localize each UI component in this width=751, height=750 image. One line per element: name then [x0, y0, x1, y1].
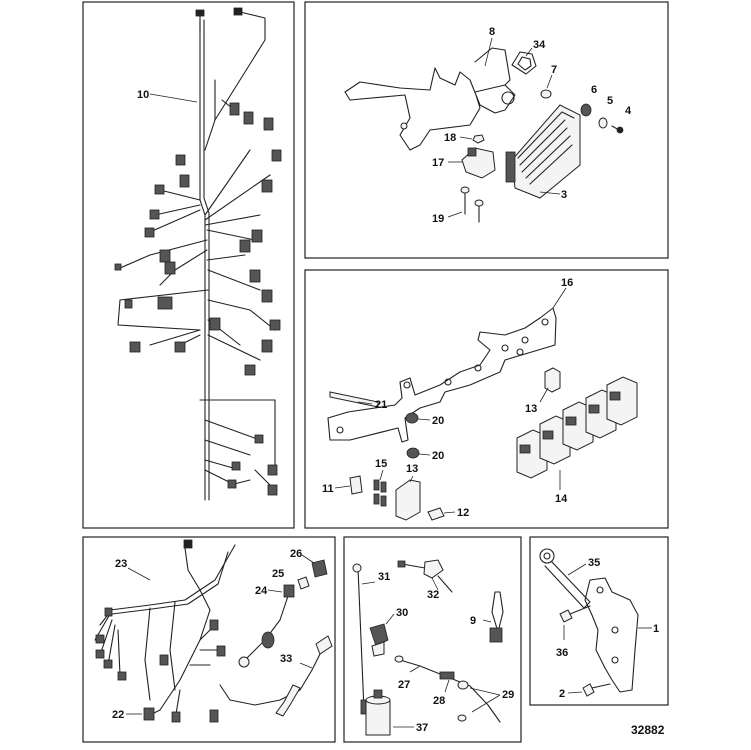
relay-mounting-plate-16	[327, 307, 557, 443]
callout-15: 15	[375, 458, 387, 470]
callout-3: 3	[561, 189, 567, 201]
fuses-15	[373, 479, 387, 507]
relay-base-17	[461, 147, 496, 179]
fuse-holder-11	[349, 475, 363, 495]
callout-26: 26	[290, 548, 302, 560]
callout-20a: 20	[432, 415, 444, 427]
callout-33: 33	[280, 653, 292, 665]
jumper-lead-9	[489, 591, 504, 643]
connector-25	[297, 576, 310, 590]
sub-harness-23	[94, 539, 236, 723]
sensor-33	[219, 635, 333, 717]
callout-22: 22	[112, 709, 124, 721]
callout-27: 27	[398, 679, 410, 691]
fuse-puller-12	[427, 507, 445, 521]
callout-17: 17	[432, 157, 444, 169]
callout-19: 19	[432, 213, 444, 225]
grommet-7	[540, 89, 552, 99]
fuse-block-13	[395, 479, 421, 521]
bolt-36	[559, 605, 591, 623]
sensor-32	[397, 559, 453, 593]
reference-number: 32882	[631, 723, 665, 737]
relay-13	[544, 367, 561, 393]
callout-4: 4	[625, 105, 632, 117]
sender-37	[365, 689, 391, 736]
gasket-34	[511, 51, 537, 75]
callout-5: 5	[607, 95, 613, 107]
washer-5	[598, 117, 608, 129]
callout-28: 28	[433, 695, 445, 707]
bolts-19	[460, 186, 484, 223]
connector-26	[311, 559, 328, 578]
ecm-module-3	[505, 104, 581, 199]
callout-30: 30	[396, 607, 408, 619]
callout-9: 9	[470, 615, 476, 627]
callout-8: 8	[489, 26, 495, 38]
ecm-mounting-bracket	[344, 47, 516, 151]
callout-34: 34	[533, 39, 546, 51]
callout-32: 32	[427, 589, 439, 601]
callout-14: 14	[555, 493, 568, 505]
callout-7: 7	[551, 64, 557, 76]
callout-13b: 13	[406, 463, 418, 475]
callout-20b: 20	[432, 450, 444, 462]
callout-18: 18	[444, 132, 456, 144]
callout-29: 29	[502, 689, 514, 701]
callout-10: 10	[137, 89, 149, 101]
callout-23: 23	[115, 558, 127, 570]
callout-13a: 13	[525, 403, 537, 415]
nut-18	[472, 134, 485, 144]
panel-sub-harnesses	[82, 536, 336, 743]
callout-21: 21	[375, 399, 387, 411]
callout-1: 1	[653, 623, 659, 635]
callout-12: 12	[457, 507, 469, 519]
callout-2: 2	[559, 688, 565, 700]
sensor-30	[369, 623, 389, 657]
callout-16: 16	[561, 277, 573, 289]
engine-bracket-1	[584, 577, 639, 693]
callout-11: 11	[322, 483, 334, 495]
panel-mount-bracket	[529, 536, 669, 706]
bolt-2	[582, 683, 611, 697]
panel-ecm-bracket	[304, 1, 669, 259]
screw-4	[611, 125, 624, 134]
callout-31: 31	[378, 571, 390, 583]
relay-bank-14	[516, 376, 638, 479]
callout-37: 37	[416, 722, 428, 734]
callout-36: 36	[556, 647, 568, 659]
nuts-20	[405, 412, 420, 459]
callout-6: 6	[591, 84, 597, 96]
harness-24	[238, 584, 295, 668]
ground-lead-28	[394, 655, 501, 723]
main-wiring-harness	[114, 7, 282, 501]
callout-24: 24	[255, 585, 268, 597]
callout-35: 35	[588, 557, 600, 569]
callout-25: 25	[272, 568, 284, 580]
grommet-6	[580, 103, 592, 117]
